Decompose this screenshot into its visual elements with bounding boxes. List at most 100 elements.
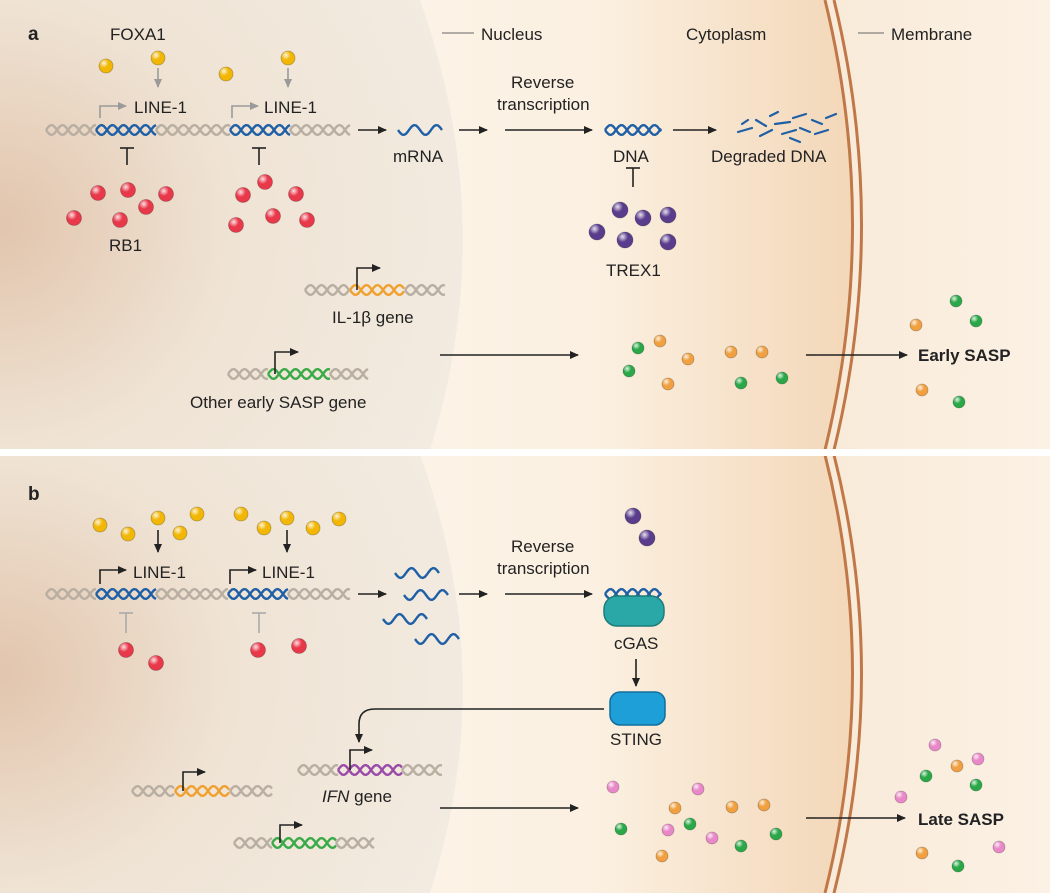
early-sasp-promoter-arrow [274, 348, 299, 374]
dna-strand [329, 367, 369, 381]
foxa1-molecule [150, 510, 166, 526]
late-sasp-label: Late SASP [918, 810, 1004, 829]
dna-strand [229, 784, 273, 798]
rb1-molecule [120, 182, 136, 198]
sasp-factor [755, 345, 769, 359]
rb1-molecule [250, 642, 266, 658]
mrna-strand [382, 612, 428, 626]
rb1-molecule [138, 199, 154, 215]
rb1-molecule [288, 186, 304, 202]
rb1-molecule [66, 210, 82, 226]
panel-divider [0, 449, 1050, 456]
dna-strand [155, 123, 231, 137]
sting-label: STING [610, 730, 662, 749]
sasp-factor [775, 371, 789, 385]
sasp-factor [681, 352, 695, 366]
ifn-coding-region [337, 763, 403, 777]
line1-label-b2: LINE-1 [262, 563, 315, 582]
early-sasp-gene-dna-b [233, 836, 375, 850]
foxa1-molecule [172, 525, 188, 541]
sasp-factor [769, 827, 783, 841]
line1-label-2: LINE-1 [264, 98, 317, 117]
sasp-factor [734, 839, 748, 853]
sasp-factor [952, 395, 966, 409]
il1b-label: IL-1β gene [332, 308, 414, 327]
line1-element [227, 587, 289, 601]
dna-fragment [754, 118, 768, 128]
panel-b-molecules [92, 506, 1006, 873]
dna-strand [404, 283, 446, 297]
sasp-factor [992, 840, 1006, 854]
dna-fragment [813, 128, 830, 136]
dna-fragment [736, 126, 754, 134]
il1b-gene-dna [304, 283, 446, 297]
panel-a-genomic-dna [45, 123, 351, 137]
other-gene-label: Other early SASP gene [190, 393, 366, 412]
dna-fragment [740, 118, 750, 126]
foxa1-molecule [331, 511, 347, 527]
line1-promoter-arrow-2 [231, 102, 259, 118]
line1-promoter-arrow-1 [99, 102, 127, 118]
rb1-molecule [148, 655, 164, 671]
sasp-factor [653, 334, 667, 348]
rt-label-b-line2: transcription [497, 559, 590, 578]
dna-strand [227, 367, 269, 381]
foxa1-molecule [92, 517, 108, 533]
mrna-strand [414, 632, 460, 646]
foxa1-molecule [280, 50, 296, 66]
cgas-label: cGAS [614, 634, 658, 653]
trex1-inhibition [626, 167, 640, 187]
rb1-molecule [118, 642, 134, 658]
cdna-strand [604, 123, 662, 137]
rb1-inhibition-b1 [119, 612, 133, 633]
trex1-molecule [659, 206, 677, 224]
rt-label-b-line1: Reverse [511, 537, 574, 556]
trex1-molecule [634, 209, 652, 227]
sasp-factor [655, 849, 669, 863]
cdna-fragment [604, 123, 662, 137]
sasp-factor [734, 376, 748, 390]
ifn-promoter-arrow [349, 746, 373, 770]
dna-fragment [791, 112, 808, 120]
foxa1-label: FOXA1 [110, 25, 166, 44]
rb1-molecule [158, 186, 174, 202]
dna-strand [335, 836, 375, 850]
line1-element [95, 587, 157, 601]
dna-label: DNA [613, 147, 650, 166]
sasp-factor [683, 817, 697, 831]
dna-strand [45, 587, 97, 601]
sasp-factor [949, 294, 963, 308]
il1b-promoter-arrow [356, 264, 381, 290]
membrane-label: Membrane [891, 25, 972, 44]
rb1-label: RB1 [109, 236, 142, 255]
il1b-promoter-arrow-b [182, 768, 206, 791]
dna-strand [287, 587, 351, 601]
panel-b-background [0, 454, 1050, 893]
foxa1-molecule [120, 526, 136, 542]
dna-fragment [788, 136, 802, 144]
degraded-dna-fragments [736, 110, 838, 144]
early-sasp-gene-dna [227, 367, 369, 381]
panel-b-genomic-dna [45, 587, 351, 601]
sasp-factor [614, 822, 628, 836]
sasp-factor [691, 782, 705, 796]
rb1-molecule [228, 217, 244, 233]
mrna-strand [397, 123, 443, 137]
degraded-dna-label: Degraded DNA [711, 147, 827, 166]
rb1-molecule [90, 185, 106, 201]
rb1-molecule [112, 212, 128, 228]
dna-strand [304, 283, 350, 297]
panel-a-molecules [66, 50, 983, 409]
sasp-factor [705, 831, 719, 845]
early-sasp-promoter-arrow-b [279, 821, 303, 843]
nucleus-label: Nucleus [481, 25, 542, 44]
sasp-factor [915, 846, 929, 860]
foxa1-molecule [233, 506, 249, 522]
cytoplasm-label: Cytoplasm [686, 25, 766, 44]
sasp-factor [971, 752, 985, 766]
sasp-factor [951, 859, 965, 873]
mrna-transcripts [382, 566, 460, 646]
dna-fragment [798, 126, 812, 134]
sting-shape [609, 691, 666, 726]
